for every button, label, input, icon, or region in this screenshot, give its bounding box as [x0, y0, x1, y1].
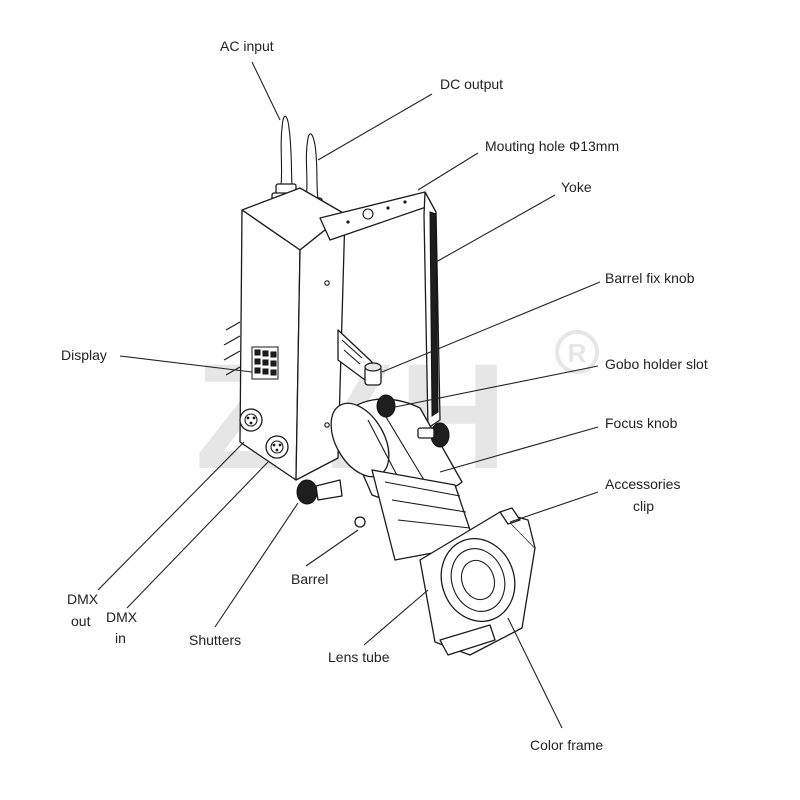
registered-mark-letter: R [568, 338, 587, 368]
leader-focus-knob [439, 426, 599, 473]
leader-display [119, 355, 253, 373]
label-accessories-clip-line2: clip [633, 498, 654, 514]
leader-lines [97, 61, 601, 729]
label-ac-input: AC input [220, 38, 274, 54]
leader-yoke [435, 194, 556, 263]
label-display: Display [61, 347, 107, 363]
label-color-frame: Color frame [530, 737, 603, 753]
fixture-drawing [223, 115, 536, 656]
label-dmx-out-line1: DMX [67, 591, 99, 607]
leader-accessories-clip [509, 491, 599, 523]
yoke [319, 191, 441, 429]
label-focus-knob: Focus knob [605, 415, 678, 431]
screw [324, 280, 330, 286]
leader-gobo-holder-slot [389, 365, 599, 409]
callout-labels: AC input DC output Mouting hole Φ13mm Yo… [61, 38, 708, 753]
display-panel [251, 346, 279, 380]
label-yoke: Yoke [561, 179, 592, 195]
dmx-out-connector [239, 408, 263, 432]
gobo-holder-knob [376, 394, 396, 418]
leader-ac-input [251, 61, 281, 121]
leader-barrel-fix-knob [381, 281, 601, 373]
label-mounting-hole: Mouting hole Φ13mm [485, 138, 619, 154]
mounting-hole [362, 208, 374, 220]
label-barrel-fix-knob: Barrel fix knob [605, 270, 695, 286]
leader-dmx-out [97, 441, 245, 591]
dmx-in-connector [265, 435, 289, 459]
label-shutters: Shutters [189, 632, 241, 648]
leader-dmx-in [126, 461, 269, 609]
leader-barrel [305, 529, 359, 567]
leader-mounting-hole [417, 152, 479, 191]
dc-output-cable [305, 133, 319, 201]
screw [324, 422, 330, 428]
rear-fins [223, 321, 241, 376]
ac-input-cable [280, 115, 293, 187]
focus-knob-part [417, 422, 450, 448]
leader-dc-output [317, 93, 433, 161]
label-dmx-in-line1: DMX [106, 609, 138, 625]
leader-shutters [214, 502, 299, 628]
shutter-knob [296, 479, 343, 505]
barrel-fix-knob [364, 362, 382, 386]
label-dmx-in-line2: in [115, 630, 126, 646]
leader-lens-tube [363, 589, 429, 646]
label-dmx-out-line2: out [71, 613, 91, 629]
label-accessories-clip-line1: Accessories [605, 476, 680, 492]
label-gobo-holder-slot: Gobo holder slot [605, 356, 708, 372]
registered-mark-ring [555, 330, 599, 374]
label-lens-tube: Lens tube [328, 649, 390, 665]
leader-color-frame [507, 617, 563, 729]
label-barrel: Barrel [291, 571, 328, 587]
lens-tube-screw [354, 516, 366, 528]
label-dc-output: DC output [440, 76, 503, 92]
